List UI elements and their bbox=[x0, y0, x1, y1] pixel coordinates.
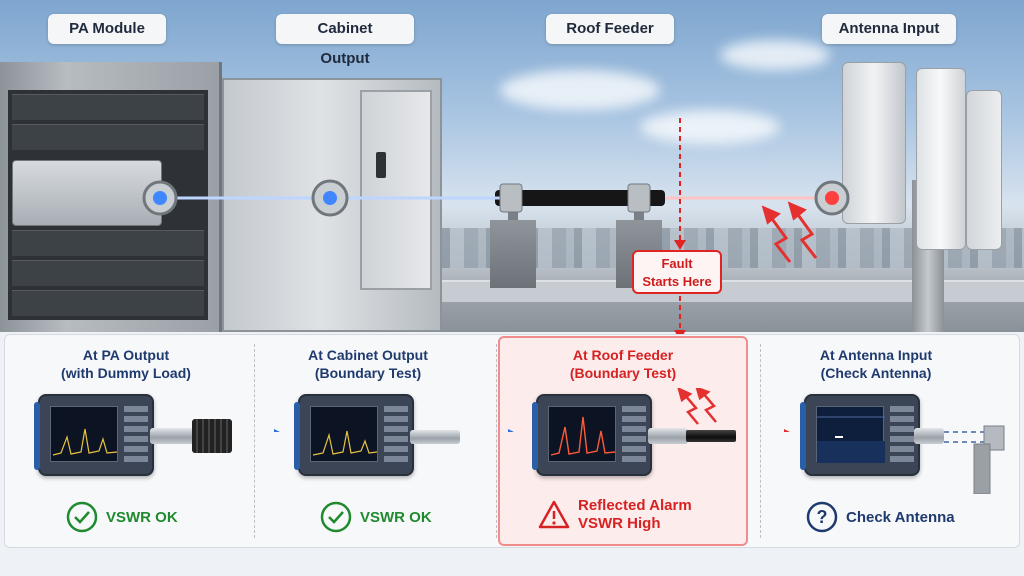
antenna-panel bbox=[916, 68, 966, 250]
step-1-status: VSWR OK bbox=[66, 500, 178, 534]
analyzer-screen bbox=[816, 406, 885, 463]
feeder-clamp bbox=[627, 183, 651, 213]
step-1-status-text: VSWR OK bbox=[106, 508, 178, 526]
step-2-status-text: VSWR OK bbox=[360, 508, 432, 526]
rack-slot bbox=[12, 260, 204, 286]
antenna-stub bbox=[944, 425, 1005, 494]
step-1-title: At PA Output (with Dummy Load) bbox=[6, 346, 246, 382]
stage-label-antenna-input: Antenna Input bbox=[822, 14, 956, 44]
fault-line-1: Fault bbox=[661, 256, 693, 271]
roof-parapet bbox=[420, 280, 1024, 302]
feeder-cable-segment bbox=[686, 430, 736, 442]
device-keypad bbox=[124, 406, 148, 466]
rack-slot bbox=[12, 230, 204, 256]
arrow-right-icon bbox=[508, 429, 514, 432]
step-1-title-line2: (with Dummy Load) bbox=[61, 365, 191, 381]
rack-slot bbox=[12, 290, 204, 316]
step-divider bbox=[496, 344, 497, 538]
fault-line-2: Starts Here bbox=[642, 274, 712, 289]
feeder-support-block bbox=[490, 220, 536, 288]
device-grip bbox=[34, 402, 40, 470]
step-2-title: At Cabinet Output (Boundary Test) bbox=[248, 346, 488, 382]
site-scene: Fault Starts Here PA Module Cabinet Outp… bbox=[0, 0, 1024, 332]
antenna-panel bbox=[966, 90, 1002, 250]
rack-slot bbox=[12, 94, 204, 120]
antenna-connector-glow bbox=[825, 191, 839, 205]
cloud bbox=[640, 110, 780, 144]
pa-module-unit bbox=[12, 160, 162, 226]
test-connector bbox=[150, 428, 194, 444]
device-grip bbox=[532, 402, 538, 470]
step-4-status: ? Check Antenna bbox=[806, 500, 955, 534]
question-circle-icon: ? bbox=[806, 501, 838, 533]
step-2-status: VSWR OK bbox=[320, 500, 432, 534]
dummy-load bbox=[192, 419, 232, 453]
step-3-title: At Roof Feeder (Boundary Test) bbox=[503, 346, 743, 382]
analyzer-screen bbox=[548, 406, 616, 462]
stage-label-pa-module: PA Module bbox=[48, 14, 166, 44]
step-4-status-text: Check Antenna bbox=[846, 508, 955, 526]
step-2-title-line1: At Cabinet Output bbox=[308, 347, 428, 363]
step-3-status-line2: VSWR High bbox=[578, 515, 661, 532]
stage-label-cabinet-output: Cabinet Output bbox=[276, 14, 414, 67]
pa-connector-glow bbox=[153, 191, 167, 205]
door-handle bbox=[376, 152, 386, 178]
analyzer-device bbox=[800, 394, 920, 476]
stage-label-roof-feeder: Roof Feeder bbox=[546, 14, 674, 44]
fault-arrow-icon bbox=[674, 240, 686, 250]
test-connector bbox=[914, 428, 944, 444]
fault-callout: Fault Starts Here bbox=[632, 250, 722, 294]
warning-triangle-icon bbox=[538, 500, 570, 529]
analyzer-screen bbox=[310, 406, 378, 462]
analyzer-device bbox=[294, 394, 414, 476]
svg-text:?: ? bbox=[817, 507, 828, 527]
arrow-right-icon bbox=[274, 429, 280, 432]
step-4-title: At Antenna Input (Check Antenna) bbox=[756, 346, 996, 382]
step-3-title-line1: At Roof Feeder bbox=[572, 347, 674, 363]
cabinet-door-panel bbox=[360, 90, 432, 290]
test-connector bbox=[648, 428, 688, 444]
step-3-status-line1: Reflected Alarm bbox=[578, 497, 692, 514]
step-divider bbox=[254, 344, 255, 538]
cloud bbox=[500, 70, 660, 110]
step-4-title-line2: (Check Antenna) bbox=[820, 365, 932, 381]
step-2-title-line2: (Boundary Test) bbox=[314, 365, 422, 381]
rack-slot bbox=[12, 124, 204, 150]
step-3-title-line2: (Boundary Test) bbox=[569, 365, 677, 381]
check-circle-icon bbox=[320, 501, 352, 533]
reflection-arrows-icon bbox=[677, 388, 717, 425]
cabinet-connector-glow bbox=[323, 191, 337, 205]
feeder-clamp bbox=[499, 183, 523, 213]
device-grip bbox=[294, 402, 300, 470]
cloud bbox=[720, 40, 830, 70]
analyzer-device bbox=[532, 394, 652, 476]
analyzer-screen bbox=[50, 406, 118, 462]
step-4-title-line1: At Antenna Input bbox=[819, 347, 933, 363]
device-keypad bbox=[384, 406, 408, 466]
feeder-cable bbox=[495, 190, 665, 206]
antenna-unit bbox=[842, 62, 906, 224]
step-divider bbox=[760, 344, 761, 538]
device-grip bbox=[800, 402, 806, 470]
device-keypad bbox=[622, 406, 646, 466]
analyzer-device bbox=[34, 394, 154, 476]
arrow-right-icon bbox=[784, 429, 790, 432]
step-1-title-line1: At PA Output bbox=[82, 347, 170, 363]
step-3-status: Reflected Alarm VSWR High bbox=[538, 497, 692, 532]
test-connector bbox=[410, 430, 460, 444]
signal-path bbox=[142, 118, 850, 263]
check-circle-icon bbox=[66, 501, 98, 533]
reflection-arrows-icon bbox=[761, 201, 818, 263]
device-keypad bbox=[890, 406, 914, 466]
